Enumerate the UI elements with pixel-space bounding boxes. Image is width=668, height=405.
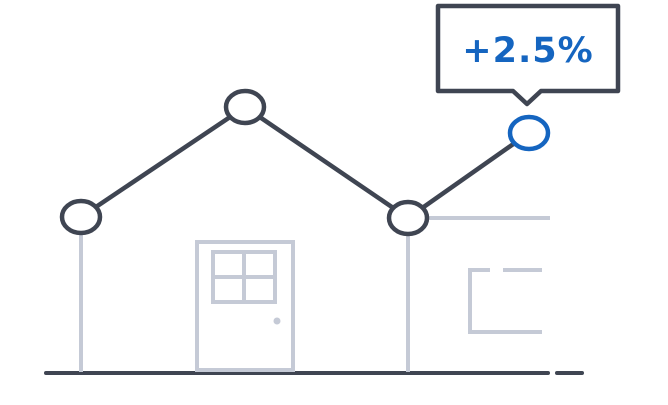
door-knob xyxy=(273,317,281,325)
callout-value: +2.5% xyxy=(462,31,593,71)
callout-bubble-outline xyxy=(435,3,621,107)
node-latest xyxy=(507,114,551,152)
house-door xyxy=(195,240,295,372)
house-icon xyxy=(79,216,550,372)
growth-nodes xyxy=(59,88,551,237)
node-valley xyxy=(386,199,430,237)
node-left xyxy=(59,198,103,236)
callout-bubble-icon: +2.5% xyxy=(435,3,621,107)
growth-line-icon xyxy=(78,104,532,221)
node-peak xyxy=(223,88,267,126)
